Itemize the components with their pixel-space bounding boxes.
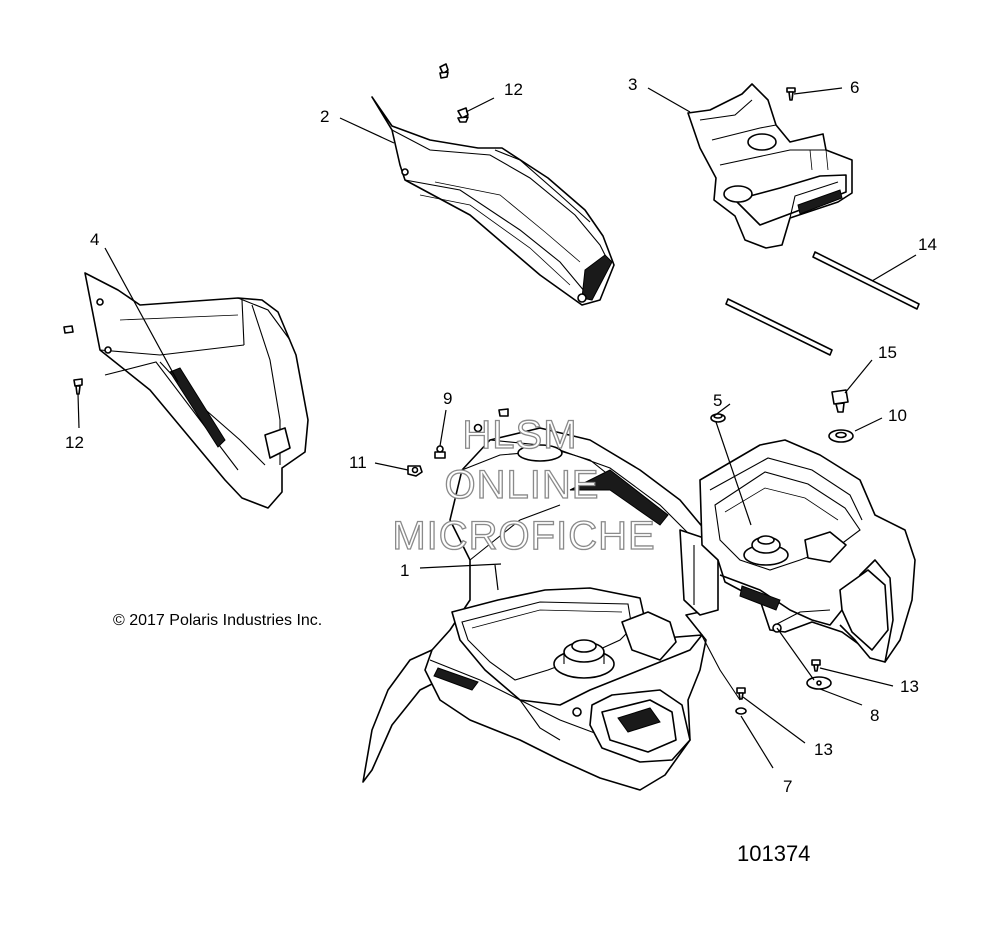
callout-7: 7 — [783, 777, 792, 796]
watermark-line-3: MICROFICHE — [392, 514, 655, 558]
part-3-console — [687, 83, 853, 249]
drawing-number: 101374 — [737, 841, 810, 866]
callout-4: 4 — [90, 230, 99, 249]
callouts: 1 2 3 4 5 6 7 8 9 10 11 12 12 13 13 14 1… — [65, 75, 937, 796]
callout-11: 11 — [349, 453, 367, 472]
part-14-rods — [725, 251, 920, 356]
leader-lines — [77, 87, 917, 769]
callout-15: 15 — [878, 343, 897, 362]
callout-3: 3 — [628, 75, 637, 94]
watermark: HLSM ONLINE MICROFICHE — [392, 412, 656, 558]
callout-13-right: 13 — [900, 677, 919, 696]
part-4-side-panel — [84, 272, 309, 509]
copyright-notice: © 2017 Polaris Industries Inc. — [113, 612, 322, 629]
callout-10: 10 — [888, 406, 907, 425]
callout-5: 5 — [713, 391, 722, 410]
callout-2: 2 — [320, 107, 329, 126]
part-1-front-body — [362, 427, 741, 791]
callout-9: 9 — [443, 389, 452, 408]
callout-6: 6 — [850, 78, 859, 97]
callout-14: 14 — [918, 235, 937, 254]
watermark-line-2: ONLINE — [445, 463, 600, 507]
callout-12-left: 12 — [65, 433, 84, 452]
part-2-side-panel — [371, 96, 615, 306]
callout-8: 8 — [870, 706, 879, 725]
hardware — [63, 63, 854, 715]
watermark-line-1: HLSM — [462, 413, 577, 457]
part-1-right-section — [699, 439, 916, 663]
callout-1: 1 — [400, 561, 409, 580]
callout-13-lower: 13 — [814, 740, 833, 759]
callout-12-top: 12 — [504, 80, 523, 99]
